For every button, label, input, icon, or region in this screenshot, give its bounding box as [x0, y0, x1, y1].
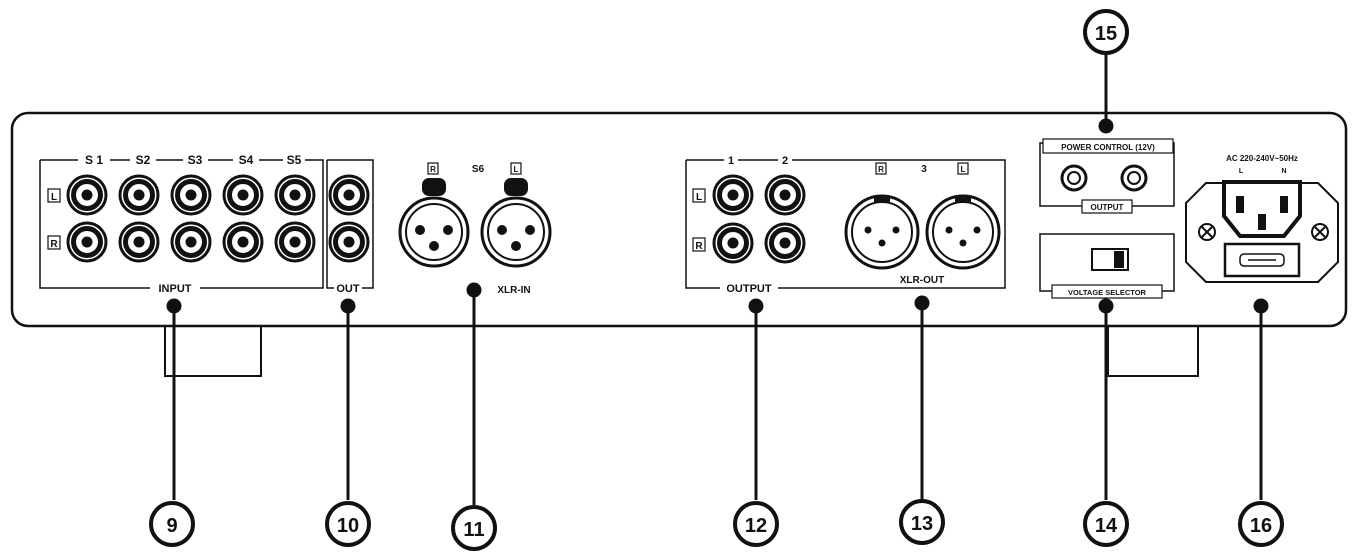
callout-leaders — [166, 54, 1269, 505]
input-channel-left: L — [51, 192, 57, 203]
output-group: 1 2 OUTPUT L R R 3 L — [685, 154, 1006, 295]
voltage-selector-group: VOLTAGE SELECTOR — [1039, 233, 1175, 299]
power-control-group: POWER CONTROL (12V) OUTPUT — [1039, 138, 1175, 214]
source-label-s1: S 1 — [85, 153, 103, 167]
rca-jack-icon[interactable] — [224, 223, 262, 261]
xlr-in-right-mark: R — [430, 165, 436, 174]
callout-9: 9 — [149, 501, 195, 547]
rca-jack-icon[interactable] — [714, 176, 752, 214]
source-label-s5: S5 — [287, 153, 302, 167]
callout-number: 16 — [1250, 515, 1272, 537]
power-control-output-label: OUTPUT — [1091, 203, 1124, 212]
input-label: INPUT — [159, 283, 192, 295]
ac-neutral-label: N — [1281, 168, 1286, 175]
trigger-jack-icon[interactable] — [1060, 164, 1088, 192]
rca-jack-icon[interactable] — [714, 224, 752, 262]
rca-jack-icon[interactable] — [68, 223, 106, 261]
chassis-rear-panel — [10, 111, 1348, 328]
callout-number: 12 — [745, 515, 767, 537]
rca-jack-icon[interactable] — [330, 176, 368, 214]
callout-15: 15 — [1083, 9, 1129, 55]
rca-jack-icon[interactable] — [330, 223, 368, 261]
callout-number: 9 — [166, 515, 177, 537]
out-group: OUT — [326, 159, 374, 295]
xlr-in-group: R S6 L XLR-IN — [398, 162, 552, 296]
callout-13: 13 — [899, 499, 945, 545]
source-label-s4: S4 — [239, 153, 254, 167]
xlr-out-right-mark: R — [878, 165, 884, 174]
fuse-holder-icon[interactable] — [1223, 242, 1301, 278]
xlr-in-source-label: S6 — [472, 164, 485, 175]
callout-number: 11 — [463, 519, 484, 541]
callout-14: 14 — [1083, 501, 1129, 547]
xlr-out-index: 3 — [921, 164, 927, 175]
screw-icon — [1311, 223, 1329, 241]
rca-jack-icon[interactable] — [766, 224, 804, 262]
output-label: OUTPUT — [726, 283, 772, 295]
left-foot — [164, 323, 262, 377]
xlr-connector-icon[interactable] — [844, 194, 920, 270]
rca-jack-icon[interactable] — [224, 176, 262, 214]
input-group: S 1 S2 S3 S4 S5 INPUT L R — [39, 153, 324, 295]
output-column-2: 2 — [782, 155, 788, 167]
callout-number: 15 — [1095, 23, 1117, 45]
out-label: OUT — [336, 283, 360, 295]
source-label-s3: S3 — [188, 153, 203, 167]
ac-live-label: L — [1239, 168, 1244, 175]
callout-number: 13 — [911, 513, 933, 535]
output-channel-left: L — [696, 192, 702, 203]
output-column-1: 1 — [728, 155, 734, 167]
callout-10: 10 — [325, 501, 371, 547]
rca-jack-icon[interactable] — [766, 176, 804, 214]
rca-jack-icon[interactable] — [172, 176, 210, 214]
screw-icon — [1198, 223, 1216, 241]
input-channel-right: R — [50, 239, 58, 250]
right-foot — [1107, 323, 1199, 377]
source-label-s2: S2 — [136, 153, 151, 167]
callout-12: 12 — [733, 501, 779, 547]
xlr-connector-icon[interactable] — [925, 194, 1001, 270]
xlr-connector-icon[interactable] — [480, 178, 552, 268]
rca-jack-icon[interactable] — [68, 176, 106, 214]
rca-jack-icon[interactable] — [120, 176, 158, 214]
callout-number: 14 — [1095, 515, 1118, 537]
voltage-selector-label: VOLTAGE SELECTOR — [1068, 288, 1147, 297]
ac-inlet-group: AC 220-240V~50Hz L N — [1185, 154, 1339, 283]
ac-rating-label: AC 220-240V~50Hz — [1226, 154, 1298, 163]
xlr-out-label: XLR-OUT — [900, 275, 944, 286]
callout-16: 16 — [1238, 501, 1284, 547]
rca-jack-icon[interactable] — [276, 176, 314, 214]
output-channel-right: R — [695, 241, 703, 252]
power-control-title: POWER CONTROL (12V) — [1061, 143, 1155, 152]
callout-number: 10 — [337, 515, 359, 537]
callout-11: 11 — [451, 505, 497, 551]
trigger-jack-icon[interactable] — [1120, 164, 1148, 192]
rca-jack-icon[interactable] — [120, 223, 158, 261]
xlr-out-left-mark: L — [961, 165, 966, 174]
xlr-in-left-mark: L — [514, 165, 519, 174]
xlr-connector-icon[interactable] — [398, 178, 470, 268]
xlr-in-label: XLR-IN — [497, 285, 530, 296]
rca-jack-icon[interactable] — [172, 223, 210, 261]
iec-inlet-icon[interactable] — [1222, 180, 1302, 238]
voltage-switch[interactable] — [1091, 248, 1129, 271]
rca-jack-icon[interactable] — [276, 223, 314, 261]
